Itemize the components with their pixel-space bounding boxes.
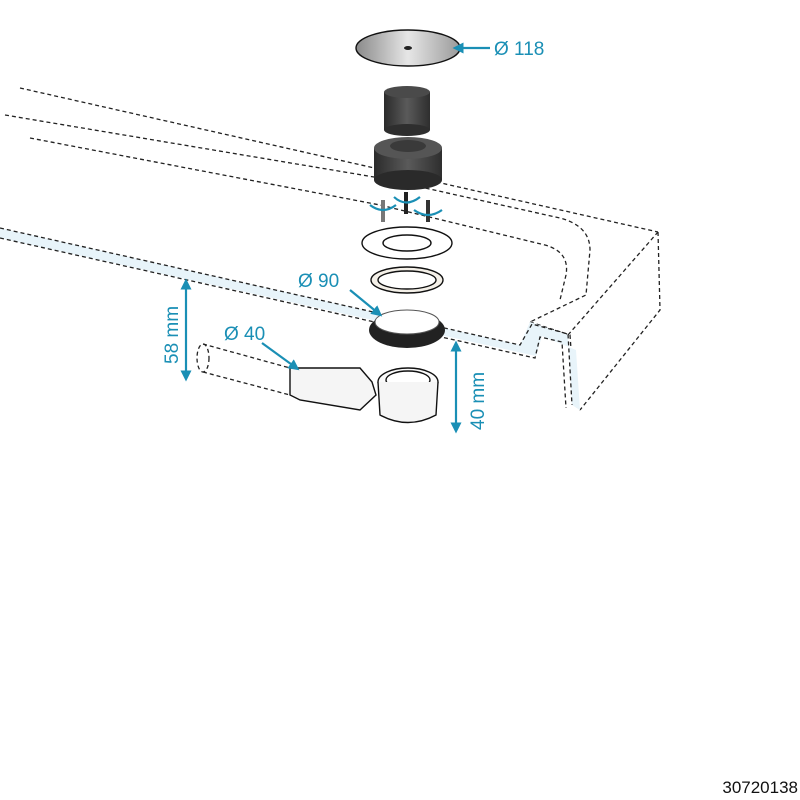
- pipe-diameter-label: Ø 40: [224, 324, 265, 345]
- filter-cap: [384, 86, 430, 136]
- grate-housing: [374, 137, 442, 190]
- height-58-label: 58 mm: [162, 306, 183, 364]
- clamping-flange: [361, 226, 453, 260]
- flat-gasket: [370, 266, 444, 294]
- seal-leader-line: [349, 289, 383, 317]
- pipe-leader-line: [261, 342, 300, 371]
- cover-diameter-label: Ø 118: [494, 39, 544, 60]
- drain-body: [196, 343, 439, 424]
- height-40-label: 40 mm: [468, 372, 489, 430]
- seal-diameter-label: Ø 90: [298, 271, 339, 292]
- screws: [369, 192, 443, 222]
- rubber-seal: [369, 309, 445, 348]
- shower-tray-outline: [0, 87, 661, 411]
- product-code: 30720138: [722, 778, 798, 797]
- cover-plate: [355, 29, 461, 67]
